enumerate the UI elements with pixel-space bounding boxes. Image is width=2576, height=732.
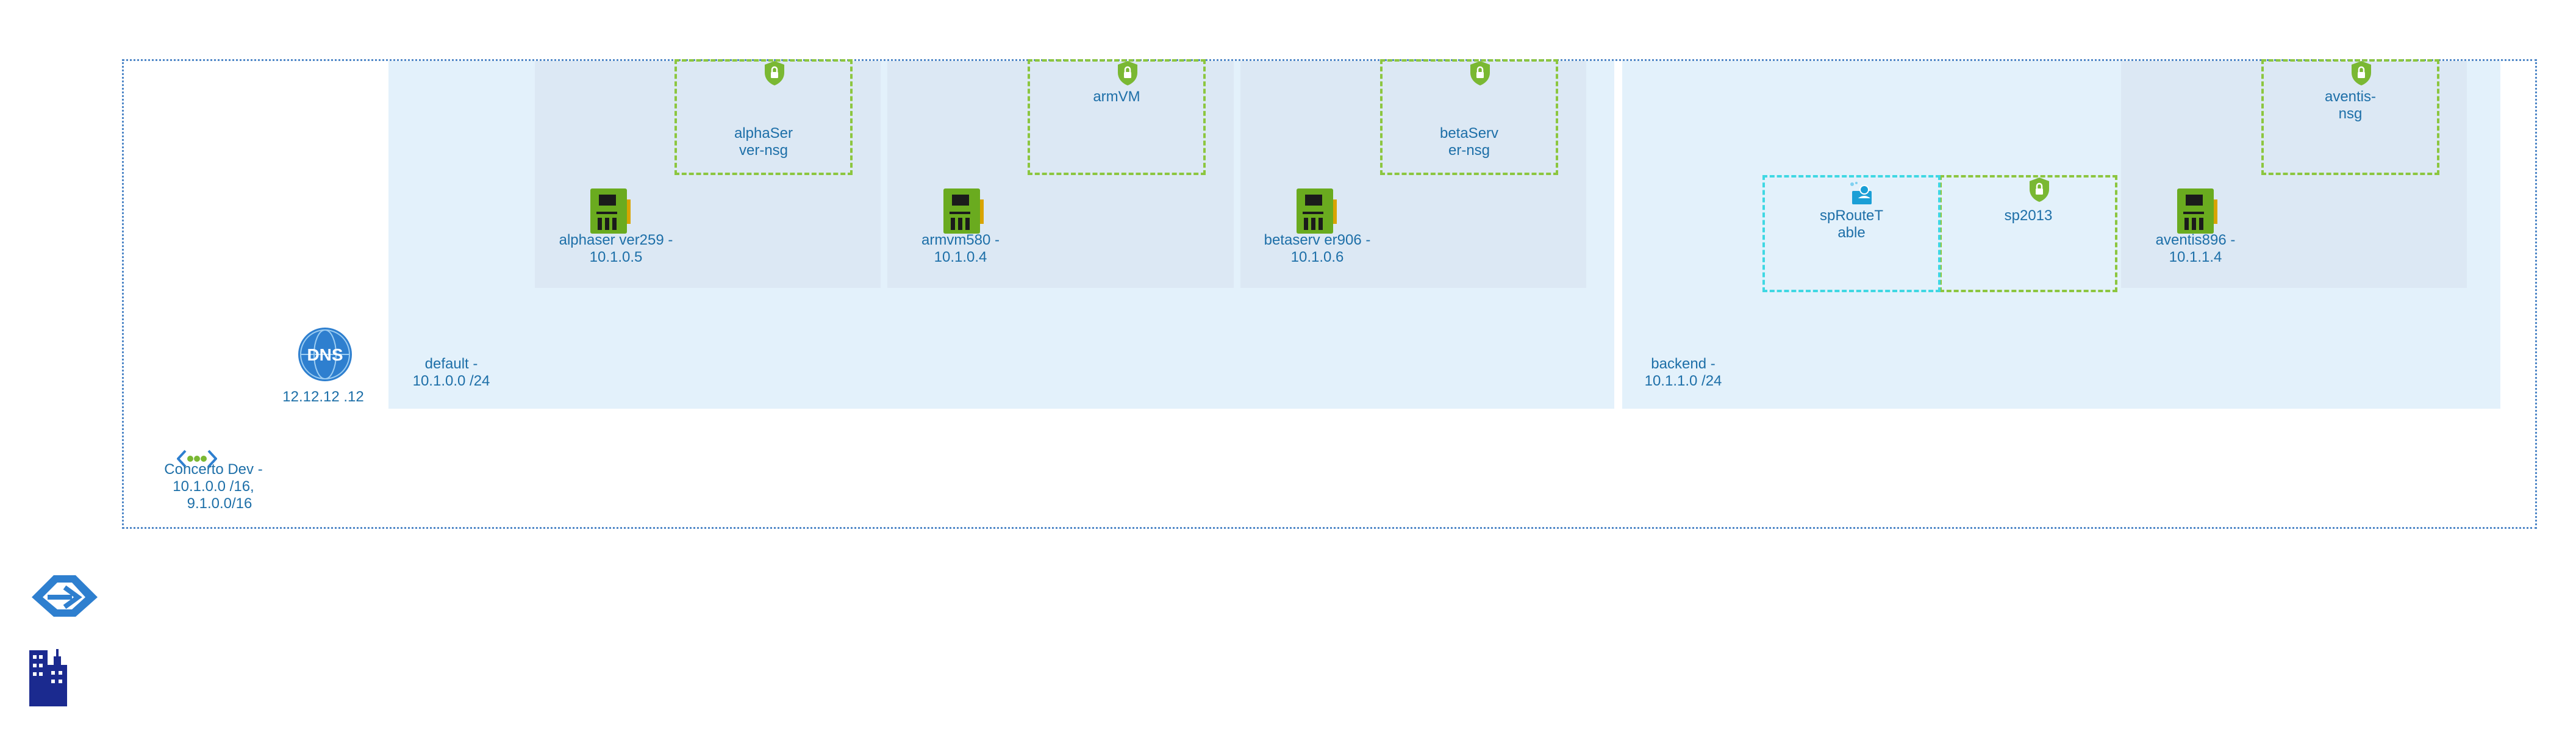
nsg-label: aventis- nsg bbox=[2324, 88, 2377, 122]
nsg-aventis[interactable] bbox=[2261, 59, 2439, 175]
nsg-betaserver[interactable] bbox=[1380, 59, 1558, 175]
nsg-label: betaServ er-nsg bbox=[1439, 125, 1499, 159]
nic-name: armvm580 - bbox=[921, 232, 1000, 248]
nic-name: aventis896 - bbox=[2155, 232, 2236, 248]
shield-lock-icon bbox=[2350, 60, 2372, 86]
route-table-label: spRouteT able bbox=[1819, 207, 1884, 241]
dns-globe-icon: DNS bbox=[297, 326, 353, 382]
virtual-network[interactable] bbox=[122, 59, 2537, 529]
nic-name: betaserv er906 - bbox=[1264, 232, 1371, 248]
shield-lock-icon bbox=[1469, 60, 1491, 86]
nsg-label: armVM bbox=[1093, 88, 1140, 105]
nsg-sp2013[interactable] bbox=[1939, 175, 2117, 292]
vnet-cidr: 10.1.0.0 /16, bbox=[173, 478, 254, 495]
subnet-name: backend - bbox=[1651, 356, 1716, 372]
subnet-cidr: 10.1.1.0 /24 bbox=[1644, 373, 1722, 389]
svg-text:DNS: DNS bbox=[307, 345, 343, 364]
route-table-box[interactable] bbox=[1762, 175, 1941, 292]
subnet-name: default - bbox=[424, 356, 478, 372]
virtual-network-gateway-icon bbox=[29, 570, 100, 619]
dns-address: 12.12.12 .12 bbox=[282, 389, 364, 405]
shield-lock-icon bbox=[2028, 177, 2050, 203]
shield-lock-icon bbox=[1117, 60, 1139, 86]
nic-ip: 10.1.0.5 bbox=[589, 249, 643, 265]
vnet-name: Concerto Dev - bbox=[164, 461, 263, 478]
network-interface-icon bbox=[942, 187, 985, 235]
virtual-network-icon bbox=[177, 448, 217, 469]
shield-lock-icon bbox=[764, 60, 785, 86]
nic-name: alphaser ver259 - bbox=[559, 232, 673, 248]
nsg-alphaserver[interactable] bbox=[674, 59, 853, 175]
building-icon bbox=[27, 647, 70, 708]
nic-ip: 10.1.0.4 bbox=[934, 249, 987, 265]
vnet-cidr: 9.1.0.0/16 bbox=[187, 495, 252, 512]
nic-ip: 10.1.0.6 bbox=[1290, 249, 1344, 265]
network-interface-icon bbox=[589, 187, 632, 235]
network-interface-icon bbox=[1295, 187, 1338, 235]
nic-ip: 10.1.1.4 bbox=[2169, 249, 2222, 265]
nsg-label: sp2013 bbox=[2004, 207, 2053, 224]
route-table-icon bbox=[1848, 181, 1874, 206]
nsg-armvm[interactable] bbox=[1028, 59, 1206, 175]
network-interface-icon bbox=[2176, 187, 2219, 235]
subnet-cidr: 10.1.0.0 /24 bbox=[412, 373, 490, 389]
nsg-label: alphaSer ver-nsg bbox=[734, 125, 793, 159]
